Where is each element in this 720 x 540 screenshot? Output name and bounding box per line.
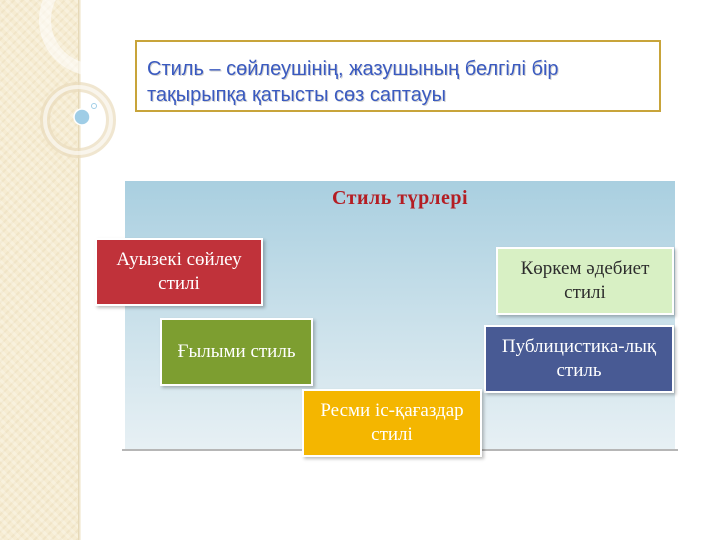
slide-title-box: Стиль – сөйлеушінің, жазушының белгілі б… bbox=[135, 40, 661, 112]
slide-title: Стиль – сөйлеушінің, жазушының белгілі б… bbox=[147, 58, 559, 106]
node-scientific-style: Ғылыми стиль bbox=[160, 318, 313, 386]
diagram-title: Стиль түрлері bbox=[331, 187, 469, 209]
node-publicistic-style: Публицистика-лық стиль bbox=[484, 325, 674, 393]
decorative-circles bbox=[39, 0, 151, 158]
node-colloquial-style: Ауызекі сөйлеу стилі bbox=[95, 238, 263, 306]
node-label: Публицистика-лық стиль bbox=[501, 336, 657, 381]
node-label: Ресми іс-қағаздар стилі bbox=[320, 400, 464, 445]
side-strip-edge bbox=[78, 0, 81, 540]
node-label: Ауызекі сөйлеу стилі bbox=[116, 249, 242, 294]
node-label: Көркем әдебиет стилі bbox=[520, 258, 650, 303]
node-label: Ғылыми стиль bbox=[177, 341, 296, 362]
node-literary-style: Көркем әдебиет стилі bbox=[496, 247, 674, 315]
node-official-style: Ресми іс-қағаздар стилі bbox=[302, 389, 482, 457]
